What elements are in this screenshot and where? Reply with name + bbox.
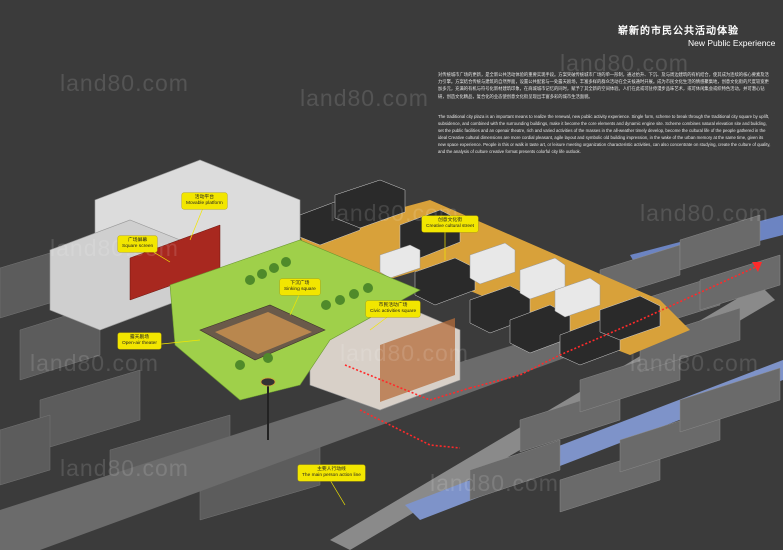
- road-lower: [0, 330, 600, 550]
- callout-label-en: Sinking square: [284, 287, 316, 293]
- callout-label-cn: 创意文化街: [438, 218, 462, 223]
- callout-label-en: Creative cultural street: [426, 224, 474, 230]
- description-en: The traditional city plaza is an importa…: [438, 114, 771, 155]
- callout-label-cn: 下沉广场: [290, 281, 310, 286]
- callout-open-air-theater: 露天剧场 Open-air theater: [118, 333, 161, 350]
- callout-label-cn: 广场屏幕: [128, 238, 148, 243]
- callout-leaders: [149, 207, 446, 506]
- mural-facade: [380, 318, 455, 402]
- context-buildings-left: [0, 249, 321, 521]
- callout-main-action-line: 主要人行动线 The main person action line: [298, 465, 365, 482]
- page-title-en: New Public Experience: [688, 38, 776, 48]
- red-action-path: [344, 264, 761, 449]
- callout-creative-street: 创意文化街 Creative cultural street: [422, 216, 478, 233]
- open-air-theater-seats: [215, 312, 312, 354]
- callout-label-en: Square screen: [122, 244, 154, 250]
- callout-square-screen: 广场屏幕 Square screen: [118, 236, 158, 253]
- white-buildings: [379, 242, 601, 318]
- callout-label-en: Movable platform: [186, 201, 223, 207]
- callout-label-cn: 主要人行动线: [317, 467, 346, 472]
- context-buildings-right: [469, 214, 781, 513]
- callout-label-en: Civic activities square: [370, 309, 417, 315]
- trees: [235, 257, 373, 370]
- callout-label-en: The main person action line: [302, 473, 361, 479]
- lamp-post: [260, 377, 276, 440]
- callout-civic-square: 市民活动广场 Civic activities square: [366, 301, 421, 318]
- callout-sinking-square: 下沉广场 Sinking square: [280, 279, 320, 296]
- callout-label-cn: 市民活动广场: [378, 303, 408, 308]
- description-cn: 对传统城市广场的更新，是全新公共活动体验的重要实现手段。方案突破传统城市广场的单…: [438, 73, 769, 100]
- traditional-buildings: [299, 179, 661, 366]
- path-arrowhead: [752, 262, 762, 272]
- callout-label-cn: 活动平台: [194, 195, 214, 200]
- callout-movable-platform: 活动平台 Movable platform: [182, 193, 227, 210]
- callout-label-cn: 露天剧场: [129, 335, 150, 340]
- callout-label-en: Open-air theater: [122, 341, 157, 347]
- page-title-cn: 崭新的市民公共活动体验: [618, 26, 739, 37]
